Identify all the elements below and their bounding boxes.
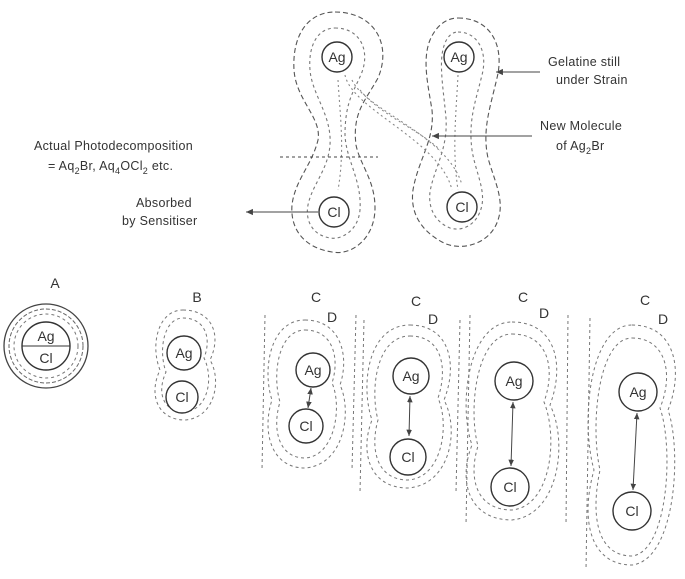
new-molecule-line2: of Ag2Br — [556, 139, 604, 156]
stage-1-d: D — [327, 309, 337, 325]
absorbed-line1: Absorbed — [136, 196, 192, 210]
stage-b-letter: B — [192, 289, 201, 305]
stage-a-letter: A — [50, 275, 60, 291]
stage-b-ag: Ag — [175, 345, 192, 361]
stage-4-bond — [633, 413, 637, 490]
stage-1-cl: Cl — [299, 418, 312, 434]
label-ag-top-left: Ag — [328, 49, 345, 65]
gelatine-line1: Gelatine still — [548, 55, 620, 69]
label-cl-top-left: Cl — [327, 204, 340, 220]
stage-2-cl: Cl — [401, 449, 414, 465]
stage-4-cl: Cl — [625, 503, 638, 519]
stage-3-bond — [511, 402, 513, 466]
photo-line1: Actual Photodecomposition — [34, 139, 193, 153]
stage-3-c: C — [518, 289, 528, 305]
stage-2-c: C — [411, 293, 421, 309]
stage-a: A Ag Cl — [4, 275, 88, 388]
stage-2-d: D — [428, 311, 438, 327]
photo-line2: = Aq2Br, Aq4OCl2 etc. — [48, 159, 173, 176]
stage-b: B Ag Cl — [155, 289, 216, 420]
new-molecule-line1: New Molecule — [540, 119, 622, 133]
top-diagram — [292, 12, 500, 253]
label-ag-top-right: Ag — [450, 49, 467, 65]
stage-4-ag: Ag — [629, 384, 646, 400]
stage-3-cl: Cl — [503, 479, 516, 495]
stage-3-d: D — [539, 305, 549, 321]
stage-1-bond — [308, 388, 311, 408]
stage-a-ag: Ag — [37, 328, 54, 344]
stage-2-bond — [409, 396, 410, 436]
stage-4-d: D — [658, 311, 668, 327]
stage-4-c: C — [640, 292, 650, 308]
stage-1-c: C — [311, 289, 321, 305]
stage-cd-4: C D Ag Cl — [586, 292, 675, 570]
absorbed-line2: by Sensitiser — [122, 214, 197, 228]
gelatine-line2: under Strain — [556, 73, 628, 87]
top-atom-labels: Ag Ag Cl Cl — [327, 49, 468, 220]
stage-a-cl: Cl — [39, 350, 52, 366]
label-cl-top-right: Cl — [455, 199, 468, 215]
annotation-leaders — [246, 72, 540, 212]
stage-cd-2: C D Ag Cl — [360, 293, 460, 492]
stage-cd-3: C D Ag Cl — [466, 289, 568, 525]
stage-1-ag: Ag — [304, 362, 321, 378]
stage-cd-1: C D Ag Cl — [262, 289, 356, 470]
stage-3-ag: Ag — [505, 373, 522, 389]
stage-2-ag: Ag — [402, 368, 419, 384]
stage-b-cl: Cl — [175, 389, 188, 405]
annotations: Gelatine still under Strain New Molecule… — [34, 55, 628, 228]
